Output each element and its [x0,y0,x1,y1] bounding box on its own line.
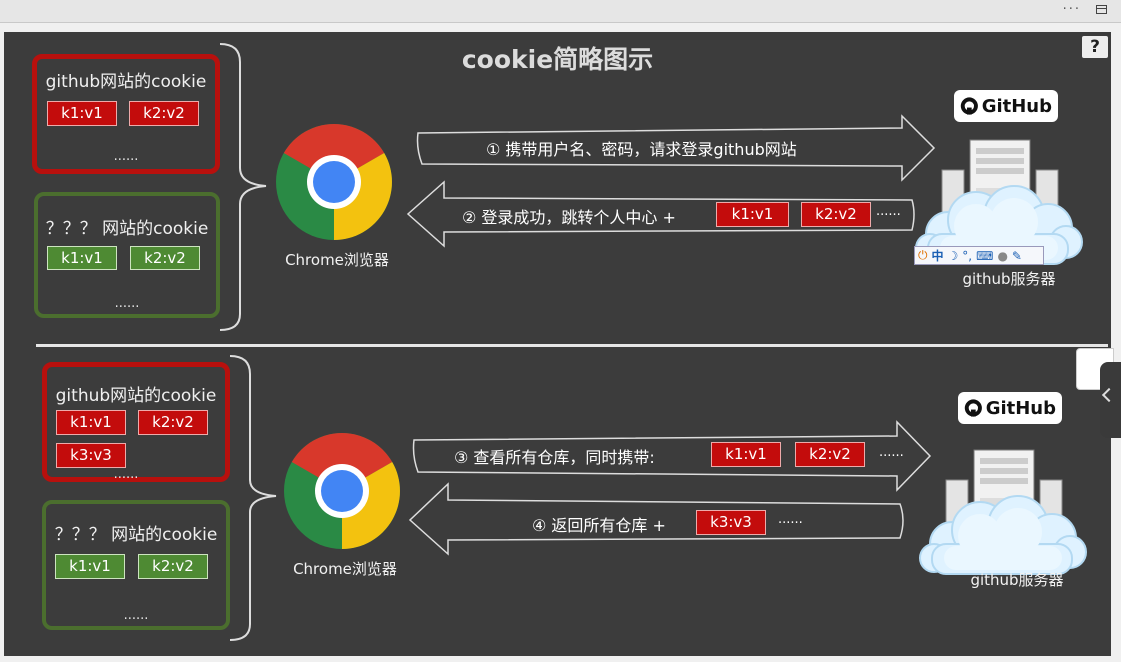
cookie-more: ...... [879,445,904,460]
cookie-more: ...... [113,467,139,482]
ime-keyboard-icon[interactable]: ⌨ [976,248,994,263]
ime-user-icon[interactable]: ● [997,248,1008,263]
cookie-chip: k2:v2 [795,442,865,467]
cookie-chip: k3:v3 [56,443,126,468]
cookie-chip: k2:v2 [130,246,200,270]
cookie-more: ...... [123,608,149,623]
cookie-more: ...... [113,149,139,164]
cookie-chip: k2:v2 [138,554,208,579]
cookie-box-title: ？？？ 网站的cookie [45,219,209,239]
cookie-chip: k2:v2 [801,202,871,227]
github-logo-text: GitHub [981,95,1052,117]
cookie-box-title: github网站的cookie [45,72,207,92]
cookie-chip: k1:v1 [47,246,117,270]
help-icon[interactable]: ? [1082,36,1108,58]
github-server-label: github服务器 [962,270,1056,288]
slide: cookie简略图示 ? [4,32,1111,656]
github-server-label: github服务器 [970,571,1064,589]
cookie-box-title: ？？？ 网站的cookie [54,525,218,545]
arrow-login-success-label: ② 登录成功，跳转个人中心 + [462,208,676,227]
ime-toolbar[interactable]: ⏻ 中 ☽ °, ⌨ ● ✎ [914,246,1044,265]
github-cookie-box-top: github网站的cookie ...... [32,54,220,174]
github-logo-text: GitHub [985,397,1056,419]
cookie-chip: k2:v2 [138,410,208,435]
chrome-browser-label: Chrome浏览器 [285,251,389,269]
arrow-return-repos-label: ④ 返回所有仓库 + [532,516,666,535]
window-restore-icon[interactable] [1096,5,1107,14]
github-octocat-icon [964,399,982,417]
ime-power-icon[interactable]: ⏻ [918,248,928,262]
github-logo: GitHub [954,90,1058,122]
cookie-chip: k3:v3 [696,510,766,535]
slide-title: cookie简略图示 [461,45,654,74]
more-icon[interactable]: ··· [1062,2,1081,17]
chevron-left-icon [1101,387,1117,403]
cookie-more: ...... [778,512,803,527]
github-octocat-icon [960,97,978,115]
cookie-chip: k1:v1 [711,442,781,467]
ime-moon-icon[interactable]: ☽ [947,248,959,263]
cookie-more: ...... [876,204,901,219]
cookie-box-title: github网站的cookie [55,386,217,406]
cookie-more: ...... [114,296,140,311]
cookie-chip: k2:v2 [129,101,199,126]
ime-mode-indicator[interactable]: 中 [931,249,944,263]
arrow-login-request-label: ① 携带用户名、密码，请求登录github网站 [486,140,797,159]
chrome-browser-label: Chrome浏览器 [293,560,397,578]
github-cookie-box-bottom: github网站的cookie ...... [42,362,230,482]
arrow-view-repos-label: ③ 查看所有仓库，同时携带: [454,448,655,467]
ime-punct-icon[interactable]: °, [962,248,973,263]
github-logo: GitHub [958,392,1062,424]
ime-settings-icon[interactable]: ✎ [1011,248,1022,263]
section-divider [36,344,1108,347]
other-cookie-box-bottom: ？？？ 网站的cookie ...... [42,500,230,630]
diagram-shapes [219,43,1087,641]
side-panel-toggle[interactable] [1100,362,1121,438]
other-cookie-box-top: ？？？ 网站的cookie ...... [34,192,220,318]
cookie-chip: k1:v1 [55,554,125,579]
cookie-chip: k1:v1 [56,410,126,435]
window-titlebar: ··· [0,0,1121,23]
cookie-chip: k1:v1 [47,101,117,126]
cookie-chip: k1:v1 [716,202,789,227]
